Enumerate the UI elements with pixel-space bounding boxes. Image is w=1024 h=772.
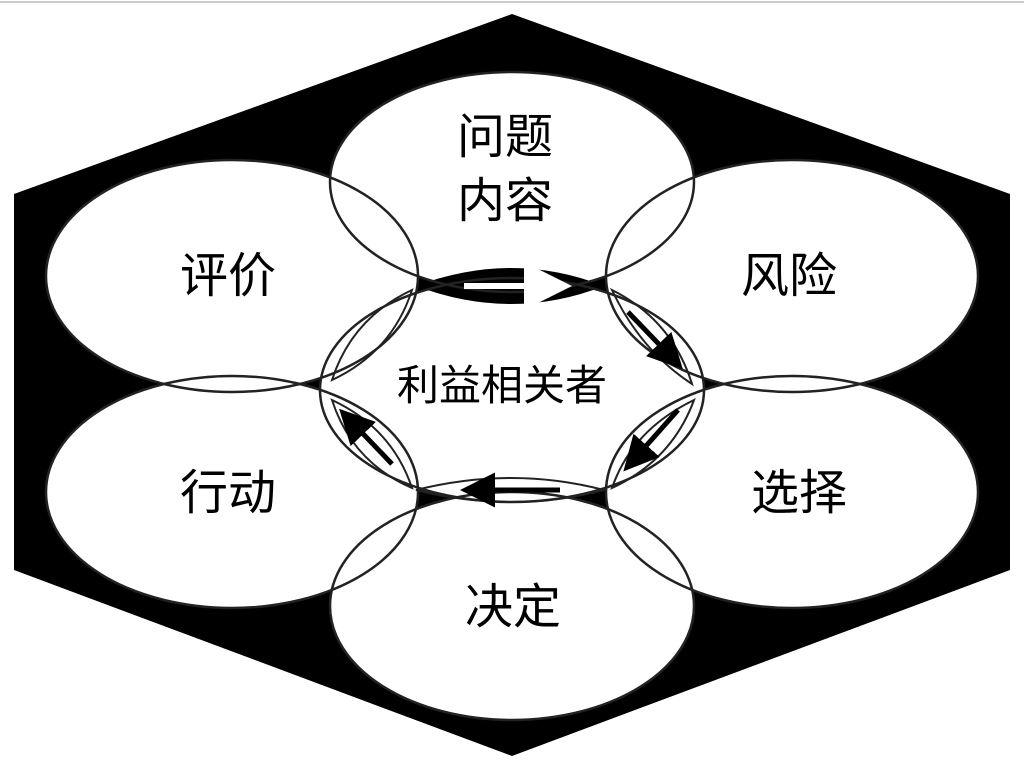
ellipse-upper-left-fill (46, 160, 418, 392)
ellipse-upper-left-outline (44, 158, 420, 394)
ellipse-upper-right-outline (604, 158, 980, 394)
lens-upper-right (609, 287, 694, 387)
center-label: 利益相关者 (397, 361, 608, 410)
ellipse-bottom-fill (330, 492, 694, 720)
node-label-lower-left: 行动 (180, 465, 277, 521)
ellipse-lower-right-fill (606, 376, 978, 608)
ellipse-center-fill (320, 278, 704, 502)
ellipse-fills (46, 72, 978, 720)
ellipse-top-outline (328, 70, 696, 294)
node-label-bottom: 决定 (465, 579, 562, 635)
ellipse-lower-left-fill (46, 376, 418, 608)
lens-lower-right (610, 398, 696, 490)
arrow-down-right (626, 310, 683, 370)
ellipse-top-fill (330, 72, 694, 292)
ellipse-outlines (44, 70, 980, 722)
node-label-upper-right: 风险 (741, 248, 838, 304)
arrow-up-left (339, 408, 394, 466)
node-label-top-line2: 内容 (457, 173, 554, 229)
node-label-lower-right: 选择 (751, 465, 848, 521)
ellipse-upper-right-fill (606, 160, 978, 392)
ellipse-lower-left-outline (44, 374, 420, 610)
node-label-top-line1: 问题 (457, 109, 554, 165)
node-label-upper-left: 评价 (180, 248, 277, 304)
ellipse-lower-right-outline (604, 374, 980, 610)
lens-upper-left (330, 288, 414, 382)
arrow-down-left (623, 408, 680, 472)
